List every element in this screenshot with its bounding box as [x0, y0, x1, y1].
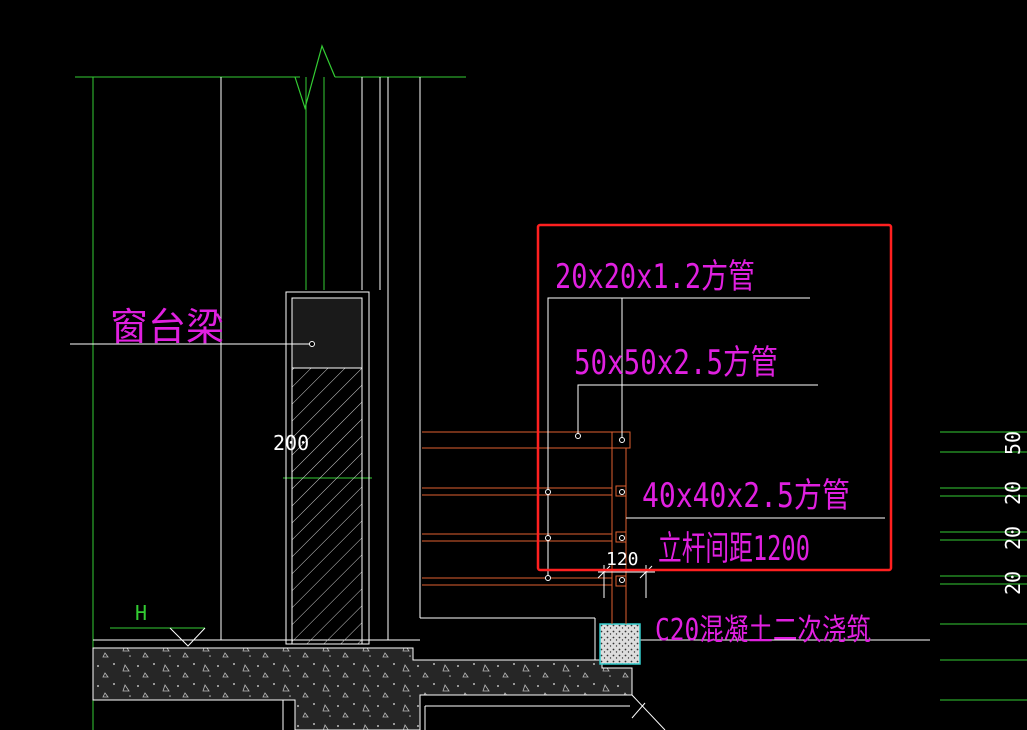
- dimension-right-2: 20: [1001, 526, 1025, 550]
- axis-lines: [75, 44, 1027, 730]
- wall-hatch: [291, 367, 363, 645]
- sill-beam-section: [291, 297, 363, 369]
- label-pipe-20: 20x20x1.2方管: [555, 257, 755, 297]
- dimension-curb: 120: [606, 549, 639, 570]
- leader-dots: [309, 341, 625, 583]
- label-concrete: C20混凝土二次浇筑: [655, 613, 871, 648]
- slab-bottom-lines: [93, 694, 666, 730]
- dimension-right-0: 50: [1001, 431, 1025, 455]
- label-post-spacing: 立杆间距1200: [658, 529, 810, 569]
- leader-lines: [70, 297, 885, 647]
- dimension-right-1: 20: [1001, 481, 1025, 505]
- building-outline: [93, 77, 930, 660]
- floor-slab: [92, 647, 633, 730]
- railing: [422, 431, 631, 624]
- dimension-right-3: 20: [1001, 571, 1025, 595]
- dimension-wall: 200: [273, 431, 309, 455]
- label-sill-beam: 窗台梁: [110, 305, 224, 349]
- highlight-box: [536, 223, 893, 572]
- label-pipe-40: 40x40x2.5方管: [642, 476, 850, 516]
- concrete-curb: [599, 623, 641, 665]
- elevation-label: H: [135, 601, 147, 625]
- label-pipe-50: 50x50x2.5方管: [574, 343, 778, 383]
- right-dimensions: 50 20 20 20: [1001, 431, 1025, 595]
